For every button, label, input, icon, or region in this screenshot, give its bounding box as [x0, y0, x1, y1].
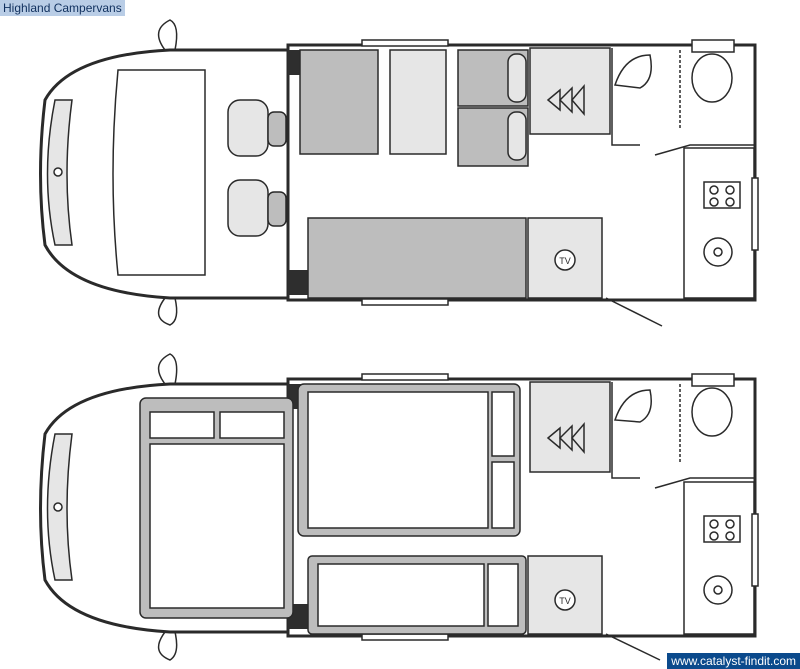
- kitchen-counter-2: [683, 481, 755, 635]
- headlight-2: [53, 502, 63, 512]
- washroom-wall: [611, 48, 755, 156]
- mirror-bottom: [157, 297, 178, 326]
- cab-windscreen: [112, 69, 206, 276]
- table: [389, 49, 447, 155]
- hob-icon: [703, 181, 741, 209]
- double-bed-mattress: [307, 391, 489, 529]
- sink-icon: [703, 237, 733, 267]
- seat-arm-2: [507, 111, 527, 161]
- window-top: [361, 39, 449, 47]
- hob-icon-2: [703, 515, 741, 543]
- kitchen-window: [751, 177, 759, 251]
- mirror-bottom-2: [157, 631, 178, 661]
- tv-label-2: TV: [559, 596, 571, 606]
- double-bed-pillow-2: [491, 461, 515, 529]
- seat-arm-1: [507, 53, 527, 103]
- cab-bed-pillow-1: [149, 411, 215, 439]
- washroom-basin: [613, 54, 652, 89]
- double-bed-pillow-1: [491, 391, 515, 457]
- credit-label: www.catalyst-findit.com: [667, 653, 800, 669]
- cab-bed-pillow-2: [219, 411, 285, 439]
- washroom-basin-2: [613, 389, 652, 423]
- brand-label: Highland Campervans: [0, 0, 125, 16]
- fan-icon: [546, 83, 585, 117]
- fan-icon-2: [546, 421, 585, 455]
- toilet-2: [691, 373, 735, 437]
- night-layout-plan: TV: [39, 353, 759, 661]
- front-seat-left: [299, 49, 379, 155]
- single-bed-pillow: [487, 563, 519, 627]
- kitchen-window-2: [751, 513, 759, 587]
- mirror-top-2: [157, 353, 178, 385]
- mirror-top: [157, 19, 178, 51]
- cab-bed-mattress: [149, 443, 285, 609]
- tv-label: TV: [559, 256, 571, 266]
- window-bottom: [361, 298, 449, 306]
- washroom-wall-2: [611, 382, 755, 489]
- side-sofa: [307, 217, 527, 299]
- sink-icon-2: [703, 575, 733, 605]
- tv-icon-2: [554, 589, 576, 611]
- toilet: [691, 39, 735, 103]
- window-top-2: [361, 373, 449, 381]
- day-layout-plan: TV: [39, 19, 759, 327]
- tv-icon: [554, 249, 576, 271]
- door-swing-2: [605, 633, 661, 661]
- cab-seat-driver: [227, 99, 287, 157]
- cab-seat-passenger: [227, 179, 287, 237]
- headlight: [53, 167, 63, 177]
- single-bed-mattress: [317, 563, 485, 627]
- window-bottom-2: [361, 633, 449, 641]
- kitchen-counter: [683, 147, 755, 299]
- cab-nose: [39, 48, 290, 300]
- door-swing: [605, 297, 663, 327]
